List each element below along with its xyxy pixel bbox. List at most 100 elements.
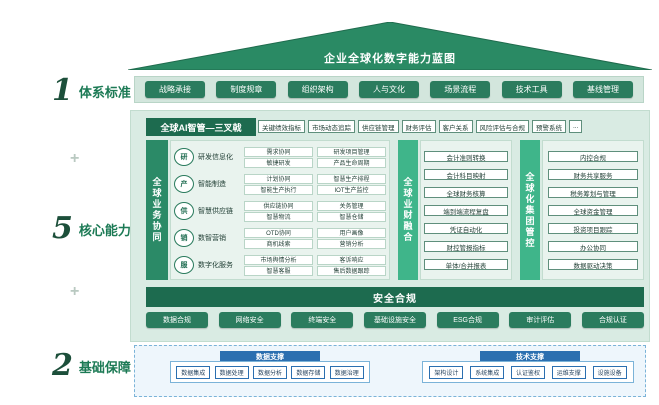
ai-tag-row: 关键绩效指标 市场动态追踪 供应链管理 财务评估 客户关系 风险评估与合规 预警…	[258, 120, 583, 136]
ai-header: 全球AI智管—三叉戟	[146, 118, 256, 136]
data-support-item: 数据分析	[252, 365, 287, 379]
business-item: 供应链协同	[244, 200, 313, 211]
business-item: 智能生产执行	[244, 184, 313, 195]
business-item: IOT生产监控	[317, 184, 386, 195]
security-row: 数据合规 网络安全 终端安全 基础设施安全 ESG合规 审计评估 合规认证	[146, 312, 644, 330]
group-item: 投资项目跟踪	[548, 223, 638, 234]
ai-tag: 市场动态追踪	[308, 120, 355, 133]
ai-tag: 供应链管理	[358, 120, 399, 133]
business-row-name: 数智营销	[198, 235, 226, 242]
group-item: 数据驱动决策	[548, 259, 638, 270]
group-item: 办公协同	[548, 241, 638, 252]
business-row-name: 研发信息化	[198, 154, 233, 161]
standard-item: 战略承接	[145, 81, 205, 98]
group-label: 全球化集团管控	[520, 140, 540, 280]
business-row: 研 研发信息化 需求协同 研发项目管理 敏捷研发 产品生命周期	[174, 145, 386, 169]
finance-item: 会计科目映射	[424, 169, 508, 180]
tech-support-title: 技术支撑	[480, 351, 580, 362]
plus-sign: +	[70, 283, 80, 300]
business-row-name: 智慧供应链	[198, 208, 233, 215]
business-item: 智慧仓储	[317, 211, 386, 222]
ai-tag: ...	[569, 120, 583, 133]
section-number: 2	[52, 348, 73, 383]
finance-label: 全球业财融合	[398, 140, 418, 280]
section-number: 1	[52, 73, 73, 108]
business-row: 服 数字化服务 市场舆情分析 客诉响应 智慧客服 售后数据跟踪	[174, 253, 386, 277]
security-item: 基础设施安全	[363, 312, 426, 328]
business-item: 售后数据跟踪	[317, 265, 386, 276]
business-item: 关务管理	[317, 200, 386, 211]
blueprint-title: 企业全球化数字能力蓝图	[324, 53, 456, 65]
tech-support-group: 架构设计 系统集成 认证鉴权 运维支撑 设施设备	[422, 361, 634, 383]
finance-item: 会计准则转换	[424, 151, 508, 162]
business-item: OTD协同	[244, 227, 313, 238]
data-support-item: 数据处理	[214, 365, 249, 379]
security-item: 网络安全	[218, 312, 281, 328]
security-item: 审计评估	[509, 312, 572, 328]
group-item: 内控合规	[548, 151, 638, 162]
tech-support-item: 认证鉴权	[510, 365, 545, 379]
ai-tag: 风险评估与合规	[475, 120, 529, 133]
business-item: 需求协同	[244, 146, 313, 157]
ai-tag: 预警系统	[532, 120, 566, 133]
section-label: 体系标准	[78, 84, 131, 100]
tech-support-item: 运维支撑	[551, 365, 586, 379]
security-item: 数据合规	[146, 312, 208, 328]
business-item: 用户画像	[317, 227, 386, 238]
group-item: 税务筹划与管理	[548, 187, 638, 198]
section-label: 核心能力	[78, 222, 131, 238]
finance-item: 端到端流程复盘	[424, 205, 508, 216]
section-number: 5	[52, 211, 73, 246]
standard-item: 技术工具	[501, 81, 562, 98]
finance-item: 凭证自动化	[424, 223, 508, 234]
business-item: 智慧客服	[244, 265, 313, 276]
security-item: 合规认证	[581, 312, 644, 328]
business-item: 产品生命周期	[317, 157, 386, 168]
tech-support-item: 系统集成	[470, 365, 505, 379]
group-item: 财务共享服务	[548, 169, 638, 180]
business-item: 计划协同	[244, 173, 313, 184]
standard-item: 场景流程	[430, 81, 491, 98]
seal-icon: 销	[174, 229, 194, 247]
business-label: 全球业务协同	[146, 140, 168, 280]
section-label: 基础保障	[78, 359, 131, 375]
business-row-name: 智能制造	[198, 181, 226, 188]
business-row: 供 智慧供应链 供应链协同 关务管理 智慧物流 智慧仓储	[174, 199, 386, 223]
plus-sign: +	[70, 150, 80, 167]
seal-icon: 产	[174, 175, 194, 193]
seal-icon: 供	[174, 202, 194, 220]
business-row: 销 数智营销 OTD协同 用户画像 商机线索 营销分析	[174, 226, 386, 250]
roof-shape	[128, 22, 652, 70]
tech-support-item: 设施设备	[592, 365, 627, 379]
seal-icon: 服	[174, 256, 194, 274]
business-item: 市场舆情分析	[244, 254, 313, 265]
ai-tag: 财务评估	[401, 120, 436, 133]
security-item: ESG合规	[436, 312, 499, 328]
section-core-capability: 5 核心能力	[52, 214, 131, 244]
data-support-item: 数据存储	[291, 365, 326, 379]
business-item: 营销分析	[317, 238, 386, 249]
business-item: 商机线索	[244, 238, 313, 249]
data-support-group: 数据集成 数据处理 数据分析 数据存储 数据治理	[170, 361, 370, 383]
data-support-item: 数据集成	[176, 365, 211, 379]
business-item: 敏捷研发	[244, 157, 313, 168]
business-item: 智慧物流	[244, 211, 313, 222]
finance-item: 全球财务核算	[424, 187, 508, 198]
business-row: 产 智能制造 计划协同 智慧生产排程 智能生产执行 IOT生产监控	[174, 172, 386, 196]
standard-item: 组织架构	[287, 81, 348, 98]
standard-item: 人与文化	[358, 81, 419, 98]
business-item: 客诉响应	[317, 254, 386, 265]
business-item: 智慧生产排程	[317, 173, 386, 184]
security-title: 安全合规	[146, 287, 644, 307]
data-support-title: 数据支撑	[220, 351, 320, 362]
section-system-standards: 1 体系标准	[52, 76, 131, 106]
finance-item: 财控管报指标	[424, 241, 508, 252]
ai-tag: 客户关系	[438, 120, 473, 133]
seal-icon: 研	[174, 148, 194, 166]
security-item: 终端安全	[291, 312, 354, 328]
business-item: 研发项目管理	[317, 146, 386, 157]
system-standards-row: 战略承接 制度规章 组织架构 人与文化 场景流程 技术工具 基线管理	[134, 76, 644, 103]
group-item: 全球资金管理	[548, 205, 638, 216]
standard-item: 制度规章	[216, 81, 277, 98]
data-support-item: 数据治理	[329, 365, 364, 379]
